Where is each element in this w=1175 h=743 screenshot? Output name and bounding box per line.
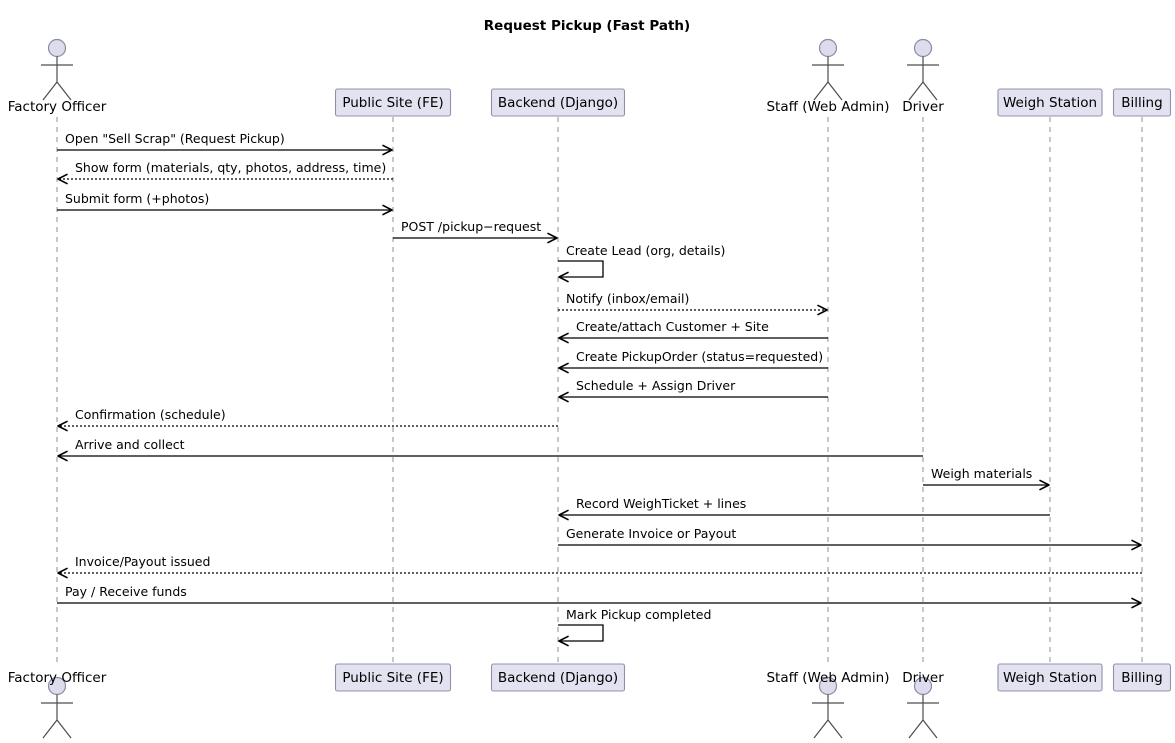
message-3[interactable]: Submit form (+photos) <box>57 191 393 216</box>
message-1[interactable]: Open "Sell Scrap" (Request Pickup) <box>57 131 393 156</box>
participant-label-backend: Backend (Django) <box>498 670 618 686</box>
participant-box-billing-head[interactable]: Billing <box>1112 88 1172 117</box>
arrow-head <box>1039 479 1050 491</box>
message-8[interactable]: Create PickupOrder (status=requested) <box>558 349 828 374</box>
message-2[interactable]: Show form (materials, qty, photos, addre… <box>57 160 393 185</box>
lifelines-layer <box>56 117 1143 663</box>
actor-officer-head[interactable]: Factory Officer <box>8 38 107 116</box>
arrow-head <box>558 362 569 374</box>
message-label: Record WeighTicket + lines <box>576 496 746 511</box>
message-17[interactable]: Mark Pickup completed <box>558 607 711 647</box>
arrow-head <box>57 450 68 462</box>
actor-label-officer: Factory Officer <box>8 99 107 115</box>
arrow-head <box>558 332 569 344</box>
arrow-head <box>1131 597 1142 609</box>
arrow-head <box>817 304 828 316</box>
participant-rect-fe[interactable] <box>334 663 452 692</box>
participant-box-fe-foot[interactable]: Public Site (FE) <box>334 663 452 692</box>
participant-label-backend: Backend (Django) <box>498 95 618 111</box>
message-11[interactable]: Arrive and collect <box>57 437 923 462</box>
actor-driver-foot[interactable]: Driver <box>902 670 944 739</box>
message-label: Confirmation (schedule) <box>75 407 226 422</box>
participant-box-fe-head[interactable]: Public Site (FE) <box>334 88 452 117</box>
participant-label-weigh: Weigh Station <box>1003 670 1097 686</box>
participant-rect-backend[interactable] <box>490 663 626 692</box>
actor-officer-foot[interactable]: Factory Officer <box>8 670 107 739</box>
participant-rect-weigh[interactable] <box>997 663 1103 692</box>
arrow-head <box>57 173 68 185</box>
message-7[interactable]: Create/attach Customer + Site <box>558 319 828 344</box>
message-label: Create/attach Customer + Site <box>576 319 769 334</box>
participant-rect-fe[interactable] <box>334 88 452 117</box>
actor-label-driver: Driver <box>902 99 944 115</box>
message-16[interactable]: Pay / Receive funds <box>57 584 1142 609</box>
participant-label-billing: Billing <box>1121 670 1162 686</box>
message-12[interactable]: Weigh materials <box>923 466 1050 491</box>
participant-box-backend-head[interactable]: Backend (Django) <box>490 88 626 117</box>
arrow-head <box>558 635 569 647</box>
messages-layer: Open "Sell Scrap" (Request Pickup) Show f… <box>57 131 1142 647</box>
participant-label-fe: Public Site (FE) <box>342 670 443 686</box>
message-15[interactable]: Invoice/Payout issued <box>57 554 1142 579</box>
actor-driver-head[interactable]: Driver <box>902 38 944 116</box>
actor-label-staff: Staff (Web Admin) <box>766 670 889 686</box>
participant-rect-weigh[interactable] <box>997 88 1103 117</box>
participant-box-weigh-head[interactable]: Weigh Station <box>997 88 1103 117</box>
participant-label-weigh: Weigh Station <box>1003 95 1097 111</box>
message-5[interactable]: Create Lead (org, details) <box>558 243 725 283</box>
participant-rect-billing[interactable] <box>1112 88 1172 117</box>
arrow-head <box>558 509 569 521</box>
message-label: Open "Sell Scrap" (Request Pickup) <box>65 131 285 146</box>
actor-staff-foot[interactable]: Staff (Web Admin) <box>766 670 890 739</box>
message-label: Show form (materials, qty, photos, addre… <box>75 160 386 175</box>
participant-rect-billing[interactable] <box>1112 663 1172 692</box>
message-label: Pay / Receive funds <box>65 584 187 599</box>
arrow-head <box>382 204 393 216</box>
arrow-head <box>382 144 393 156</box>
message-label: Schedule + Assign Driver <box>576 378 736 393</box>
message-label: Submit form (+photos) <box>65 191 209 206</box>
participant-rect-backend[interactable] <box>490 88 626 117</box>
message-label: Arrive and collect <box>75 437 185 452</box>
message-label: Invoice/Payout issued <box>75 554 210 569</box>
message-label: Mark Pickup completed <box>566 607 711 622</box>
message-14[interactable]: Generate Invoice or Payout <box>558 526 1142 551</box>
message-label: Create Lead (org, details) <box>566 243 725 258</box>
message-label: Generate Invoice or Payout <box>566 526 736 541</box>
participant-box-backend-foot[interactable]: Backend (Django) <box>490 663 626 692</box>
participant-headers: Factory Officer Public Site (FE) Backend (… <box>8 38 1172 117</box>
arrow-head <box>558 391 569 403</box>
arrow-head <box>57 567 68 579</box>
participant-box-billing-foot[interactable]: Billing <box>1112 663 1172 692</box>
message-label: Notify (inbox/email) <box>566 291 689 306</box>
actor-label-staff: Staff (Web Admin) <box>766 99 889 115</box>
message-9[interactable]: Schedule + Assign Driver <box>558 378 828 403</box>
participant-label-billing: Billing <box>1121 95 1162 111</box>
message-6[interactable]: Notify (inbox/email) <box>558 291 828 316</box>
participant-box-weigh-foot[interactable]: Weigh Station <box>997 663 1103 692</box>
arrow-head <box>558 271 569 283</box>
message-4[interactable]: POST /pickup−request <box>393 219 558 244</box>
diagram-title: Request Pickup (Fast Path) <box>484 18 690 34</box>
actor-label-driver: Driver <box>902 670 944 686</box>
arrow-head <box>547 232 558 244</box>
message-line-self <box>558 624 604 642</box>
actor-label-officer: Factory Officer <box>8 670 107 686</box>
arrow-head <box>1131 539 1142 551</box>
participant-label-fe: Public Site (FE) <box>342 95 443 111</box>
message-label: POST /pickup−request <box>401 219 541 234</box>
message-label: Create PickupOrder (status=requested) <box>576 349 823 364</box>
participant-footers: Factory Officer Public Site (FE) Backend (… <box>8 663 1172 739</box>
actor-staff-head[interactable]: Staff (Web Admin) <box>766 38 890 116</box>
message-label: Weigh materials <box>931 466 1032 481</box>
message-10[interactable]: Confirmation (schedule) <box>57 407 558 432</box>
message-13[interactable]: Record WeighTicket + lines <box>558 496 1050 521</box>
message-line-self <box>558 260 604 278</box>
arrow-head <box>57 420 68 432</box>
